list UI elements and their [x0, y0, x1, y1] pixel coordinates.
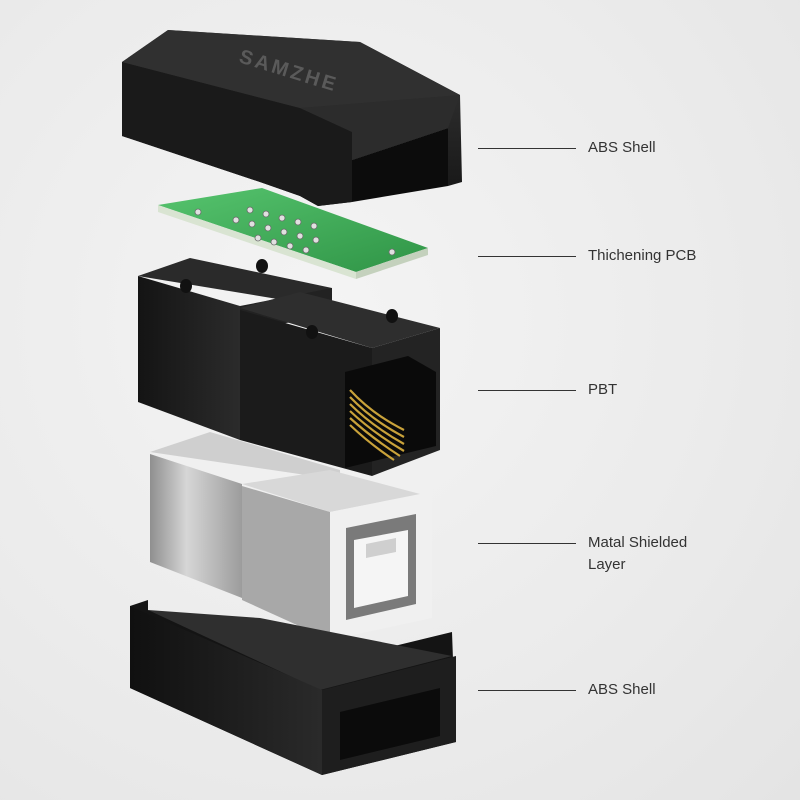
pbt-pegs	[180, 259, 398, 339]
top-abs-shell: SAMZHE	[122, 30, 462, 206]
leader-line-bottom-shell	[478, 690, 576, 691]
rj45-gold-contacts	[349, 389, 405, 461]
leader-line-pbt	[478, 390, 576, 391]
leader-line-pcb	[478, 256, 576, 257]
bottom-abs-shell	[130, 600, 456, 775]
label-top-abs-shell: ABS Shell	[588, 139, 656, 156]
label-pbt: PBT	[588, 381, 618, 398]
metal-shield	[150, 432, 432, 640]
label-shield-line1: Matal Shielded	[588, 534, 688, 551]
leader-line-shield	[478, 543, 576, 544]
label-pcb: Thichening PCB	[588, 247, 697, 264]
label-shield-line2: Layer	[588, 556, 626, 573]
leader-line-top-shell	[478, 148, 576, 149]
pbt-housing	[138, 258, 440, 476]
pcb-contact-pins	[194, 206, 396, 256]
label-bottom-abs-shell: ABS Shell	[588, 681, 656, 698]
pcb-board	[158, 188, 428, 279]
